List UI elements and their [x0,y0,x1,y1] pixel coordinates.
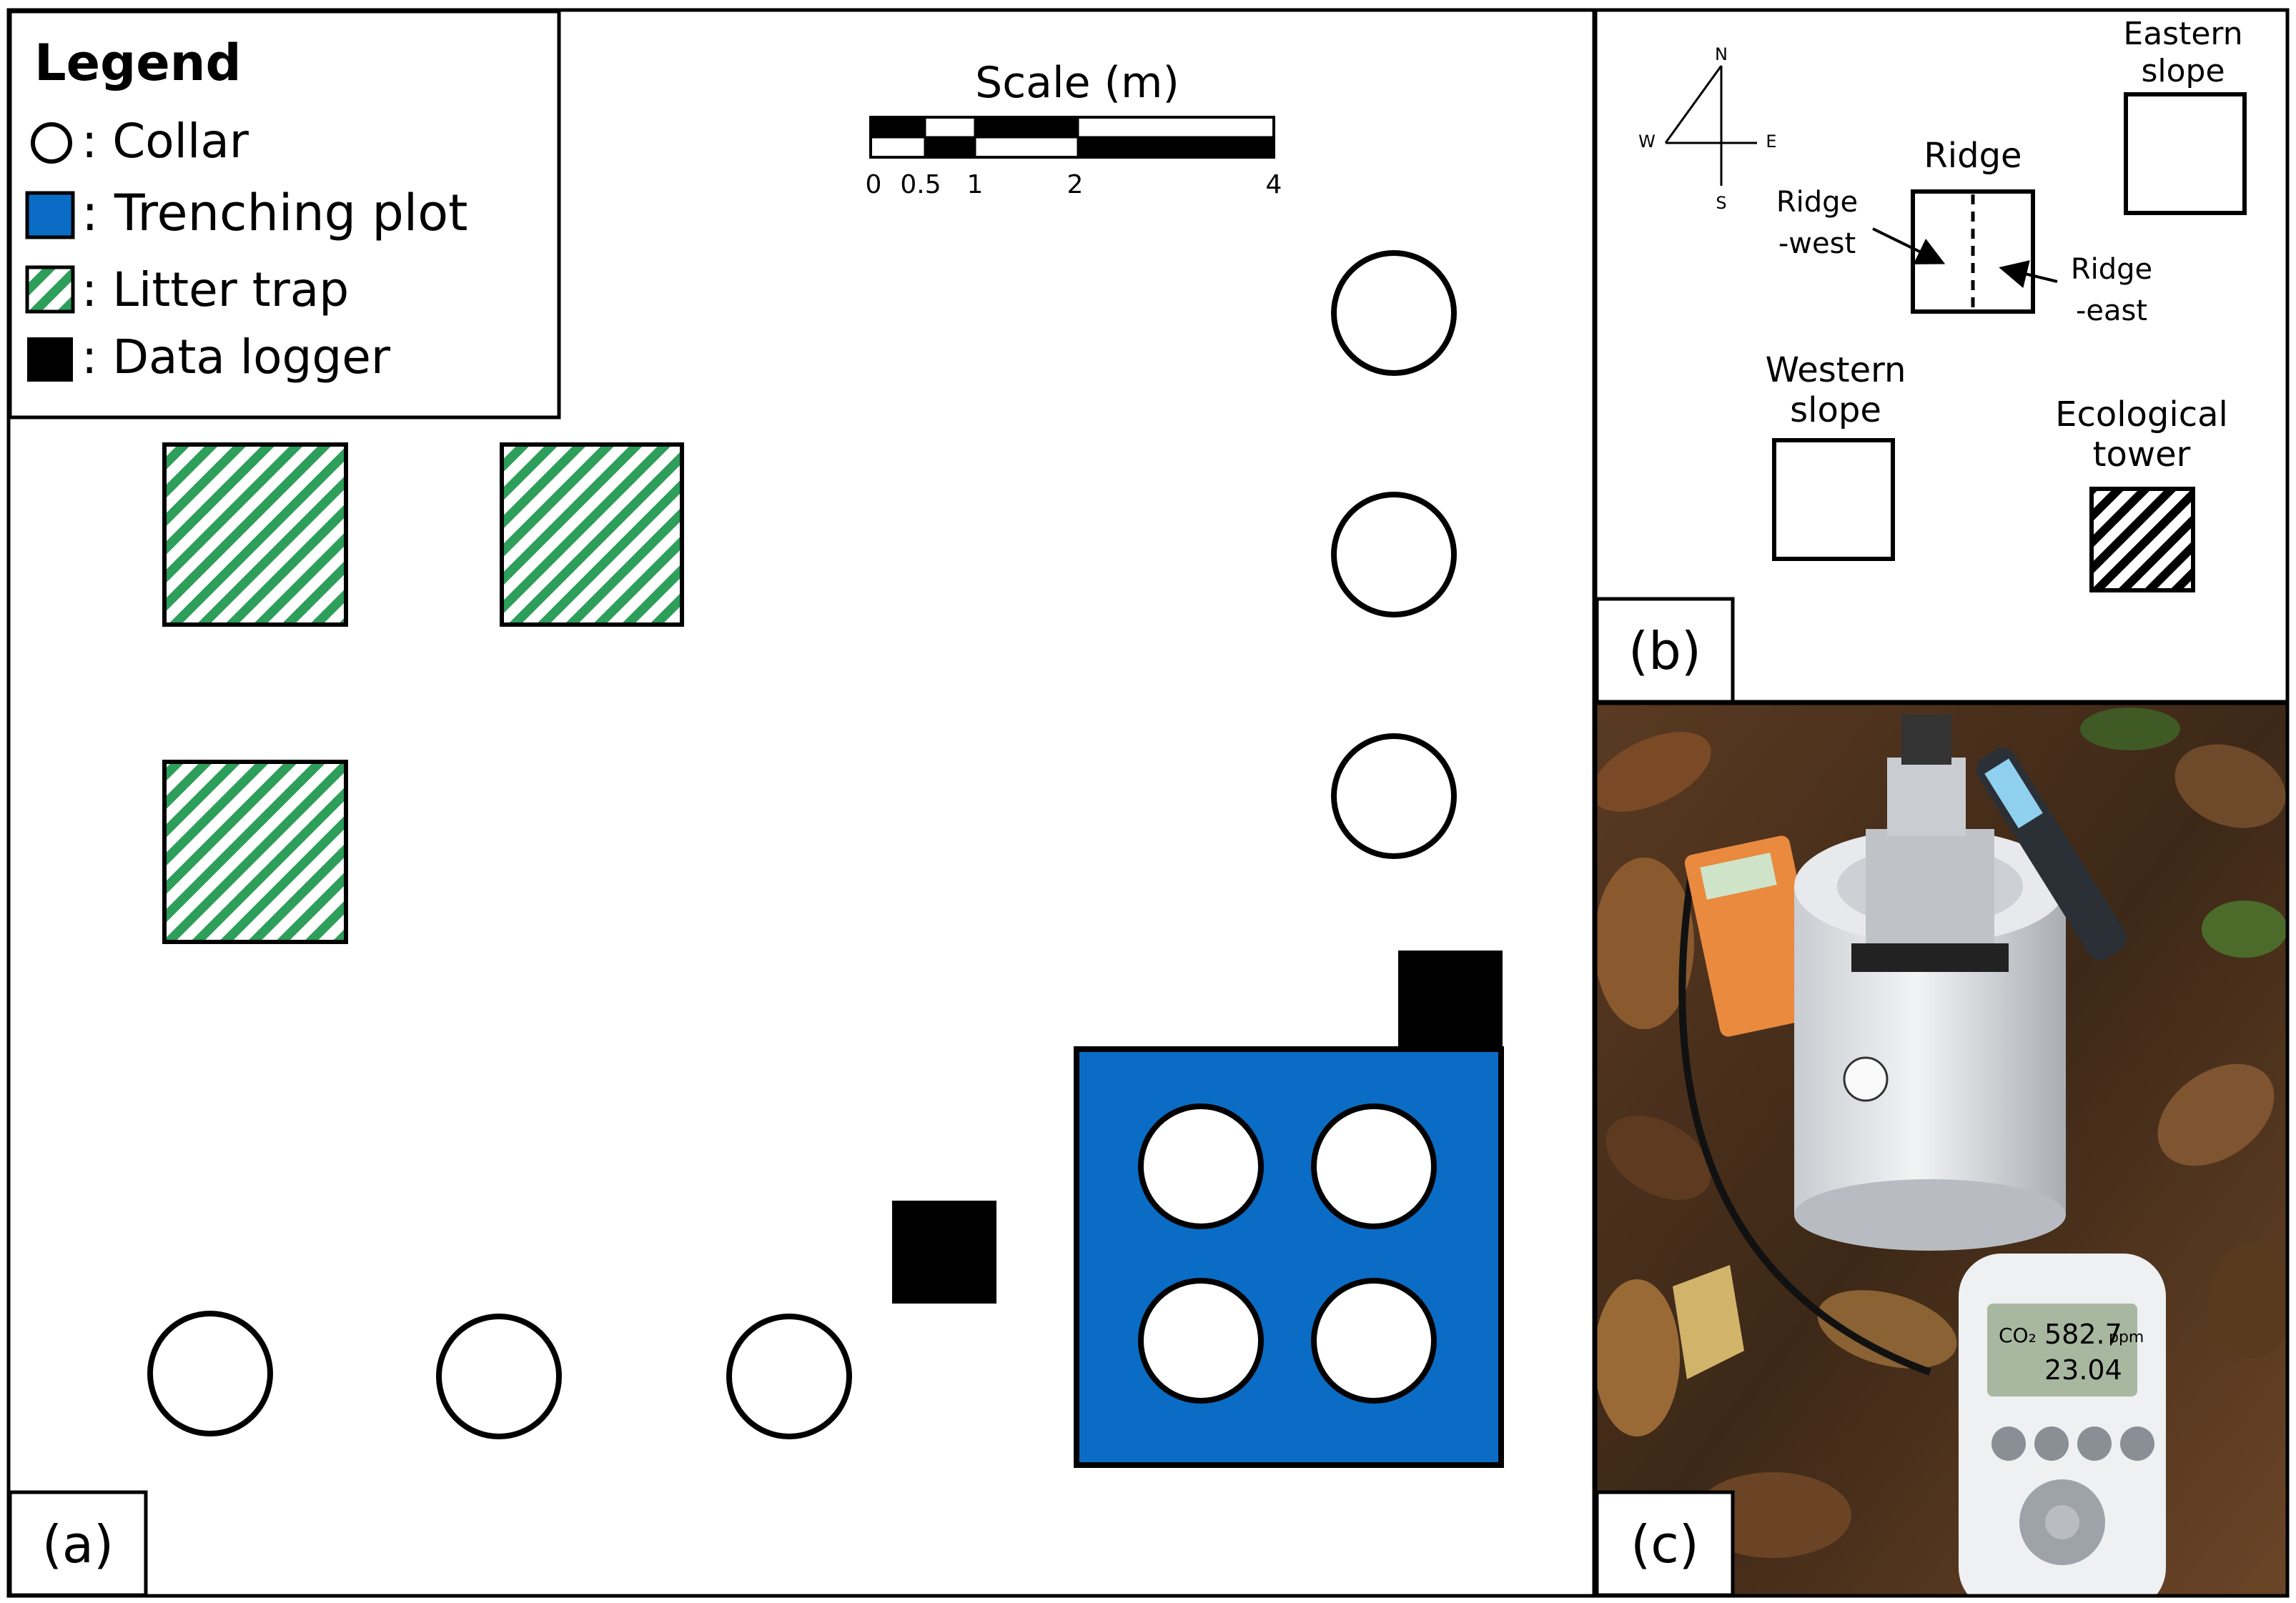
scale-title: Scale (m) [975,58,1179,108]
legend-litter-symbol [25,265,75,314]
ridge-west-arrow [1872,227,1946,264]
litter-trap [162,442,348,627]
panel-a-label: (a) [42,1514,114,1574]
eastern-slope-plot [2124,92,2247,215]
western-slope-plot [1772,438,1895,561]
ecological-tower-symbol [2089,487,2195,592]
trenching-collar [1311,1103,1437,1229]
trenching-collar [1311,1278,1437,1404]
legend-collar-label: : Collar [81,114,249,169]
legend-logger-symbol [27,337,73,382]
legend-trenching-symbol [25,191,75,239]
data-logger [892,1201,996,1304]
trenching-collar [1138,1103,1264,1229]
panel-c: CO₂ 582.7 ppm 23.04 (c) [1593,701,2290,1598]
scale-tick-1: 1 [967,170,984,199]
legend-box [8,9,561,420]
panel-c-frame [1593,701,2290,1598]
western-slope-label-line1: Western [1766,350,1906,390]
scale-tick-0-5: 0.5 [900,170,941,199]
scale-tick-2: 2 [1067,170,1084,199]
data-logger [1398,951,1503,1052]
panel-a-label-box [8,1490,148,1597]
eastern-slope-label-line1: Eastern [2123,16,2242,52]
ridge-label: Ridge [1924,136,2022,176]
trenching-plot [1074,1046,1504,1468]
probe-thermometer-icon [1976,748,2127,961]
legend-trenching-label: : Trenching plot [81,184,467,242]
ecological-tower-label-line2: tower [2093,435,2191,475]
collar [1331,250,1457,376]
co2-value: 582.7 [2044,1319,2122,1350]
compass-e: E [1766,131,1776,152]
soil-chamber-icon [1794,715,2066,1251]
panel-c-label-box [1595,1490,1735,1597]
ridge-west-label-line2: -west [1778,227,1856,260]
field-photo: CO₂ 582.7 ppm 23.04 [1595,703,2287,1595]
ecological-tower-label-line1: Ecological [2055,394,2228,435]
litter-trap [500,442,684,627]
co2-label: CO₂ [1999,1324,2037,1347]
co2-unit: ppm [2109,1329,2144,1346]
panel-b-label-box [1595,597,1735,704]
compass-w: W [1638,131,1656,152]
temp-value: 23.04 [2044,1354,2122,1386]
ridge-east-label-line1: Ridge [2071,253,2152,286]
ridge-west-label-line1: Ridge [1776,186,1858,219]
collar [147,1311,273,1436]
panel-b: N S E W Eastern slope Ridge Ridge -west … [1593,8,2290,704]
legend: Legend : Collar : Trenching plot : Litte… [8,9,561,420]
panel-b-label: (b) [1628,621,1701,681]
trenching-collar [1138,1278,1264,1404]
compass-icon: N S E W [1638,44,1776,213]
scale-tick-4: 4 [1266,170,1282,199]
legend-title: Legend [34,34,242,92]
legend-litter-label: : Litter trap [81,262,349,317]
ridge-east-label-line2: -east [2076,294,2147,327]
ridge-east-arrow [1999,260,2058,288]
co2-analyzer-icon: CO₂ 582.7 ppm 23.04 [1959,1254,2166,1595]
scale-tick-0: 0 [866,170,882,199]
collar [1331,492,1457,617]
compass-n: N [1715,44,1728,64]
legend-logger-label: : Data logger [81,329,391,384]
western-slope-label-line2: slope [1790,390,1881,430]
collar [1331,733,1457,859]
compass-s: S [1716,193,1726,213]
litter-trap [162,760,348,944]
legend-collar-symbol [31,122,72,164]
eastern-slope-label-line2: slope [2141,53,2225,89]
collar [436,1314,562,1439]
panel-a: Legend : Collar : Trenching plot : Litte… [6,8,1596,1598]
orange-meter-icon [1684,835,1826,1037]
panel-c-label: (c) [1631,1514,1699,1574]
scale-bar: Scale (m) 0 0.5 1 2 4 [866,58,1282,199]
collar [726,1314,852,1439]
